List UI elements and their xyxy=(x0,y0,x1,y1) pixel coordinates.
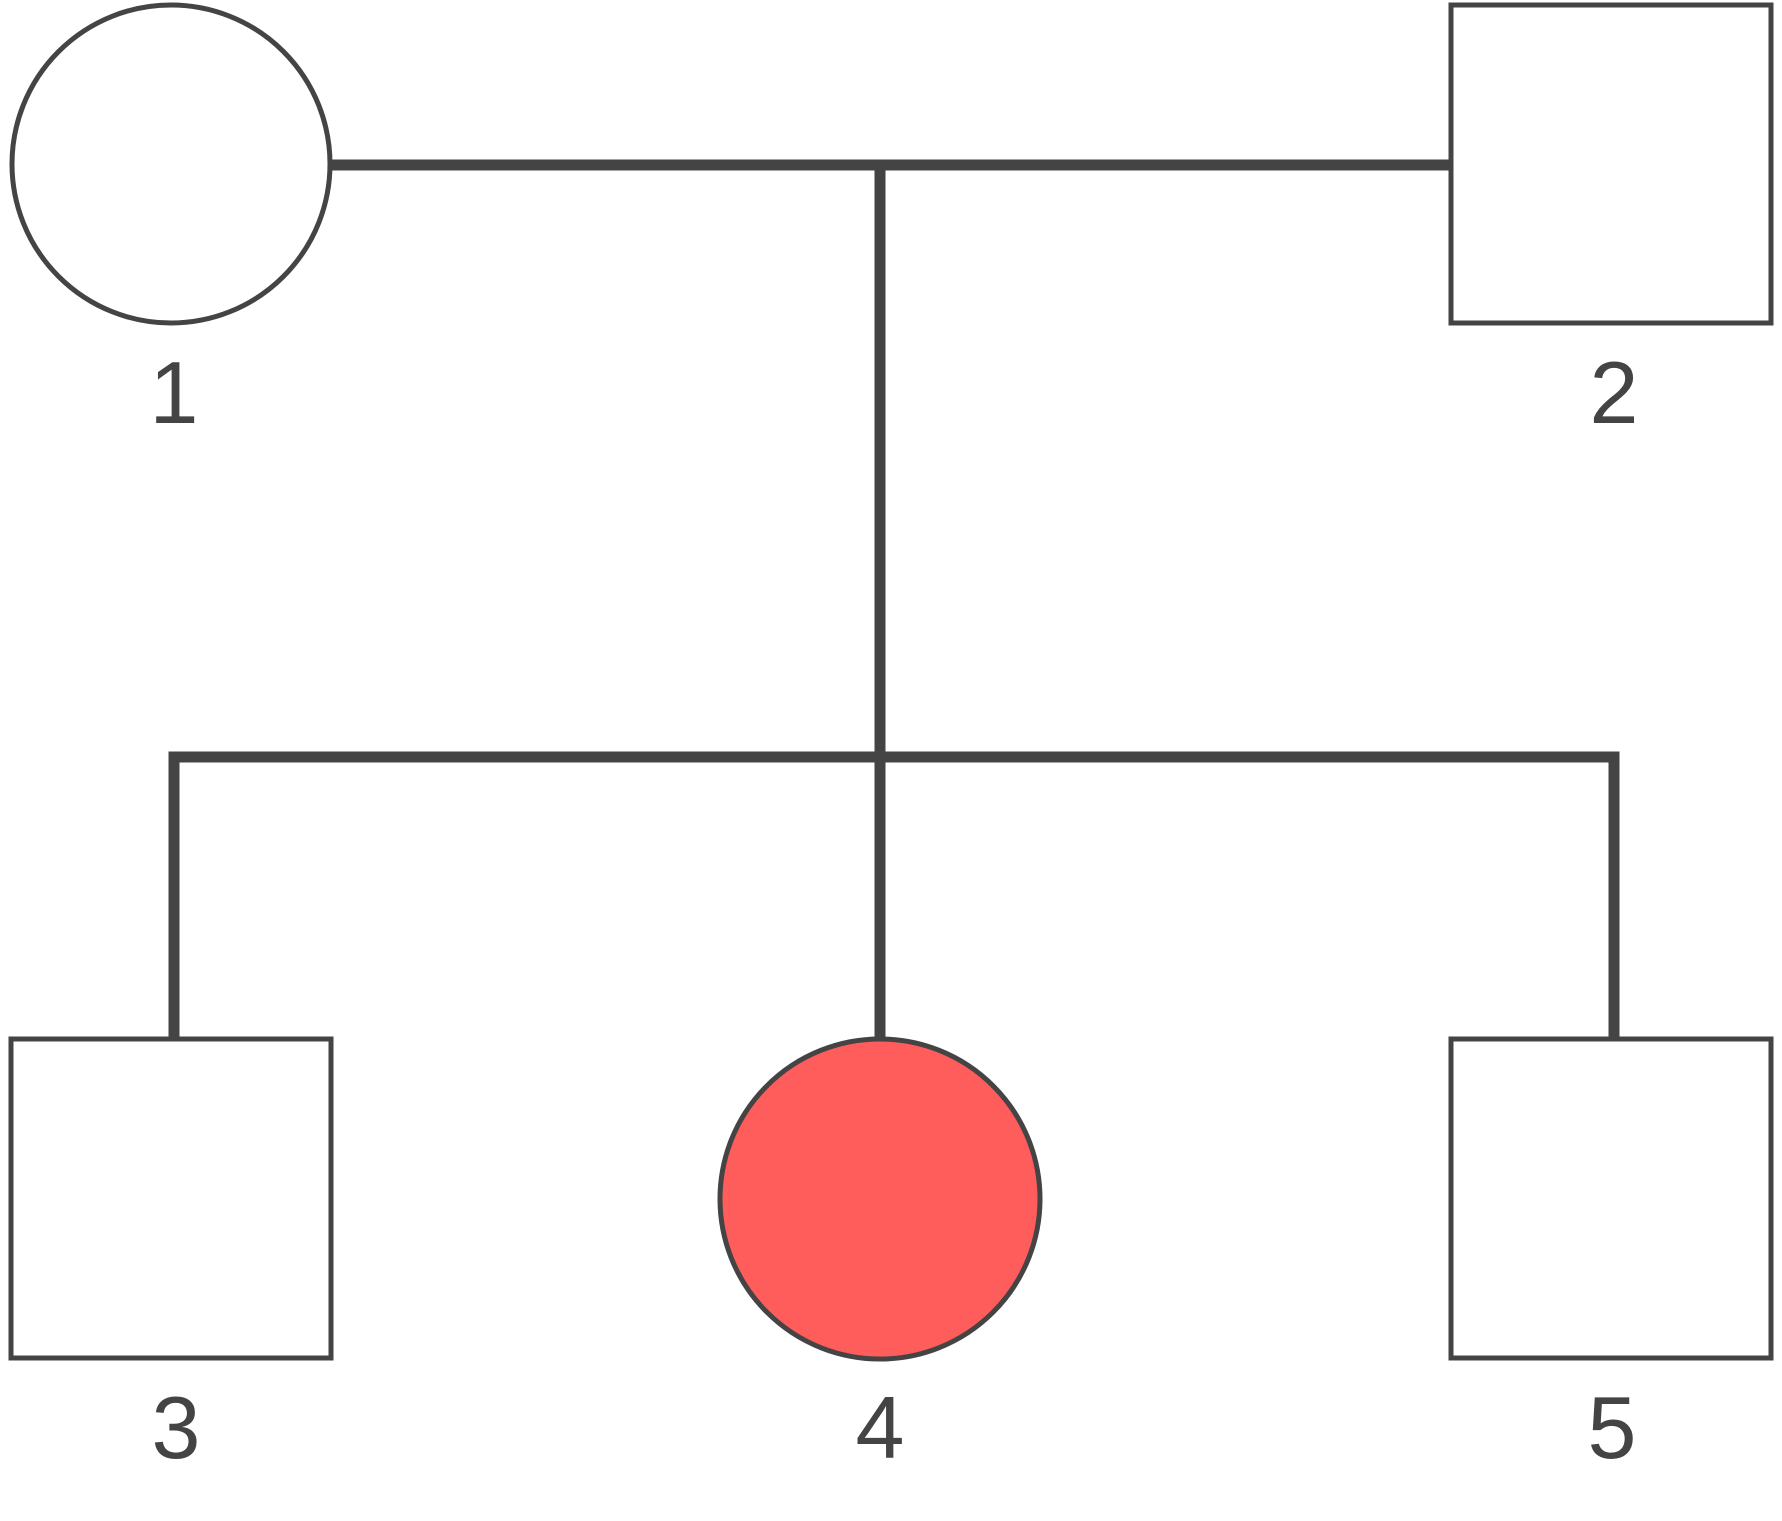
individual-3[interactable]: 3 xyxy=(8,1036,334,1477)
male-symbol[interactable] xyxy=(8,1036,334,1361)
male-symbol[interactable] xyxy=(1448,1036,1774,1361)
individual-label: 2 xyxy=(1590,343,1639,442)
sibship-line xyxy=(168,751,1620,1039)
female-symbol[interactable] xyxy=(9,2,333,326)
individual-label: 3 xyxy=(152,1378,201,1477)
individual-1[interactable]: 1 xyxy=(9,2,333,442)
individual-label: 4 xyxy=(856,1378,905,1477)
individual-4[interactable]: 4 xyxy=(717,1036,1043,1477)
individual-label: 5 xyxy=(1588,1378,1637,1477)
male-symbol[interactable] xyxy=(1448,2,1774,326)
female-symbol-affected[interactable] xyxy=(717,1036,1043,1362)
individual-2[interactable]: 2 xyxy=(1448,2,1774,442)
individual-5[interactable]: 5 xyxy=(1448,1036,1774,1477)
individual-label: 1 xyxy=(150,343,199,442)
pedigree-lines xyxy=(168,159,1620,1039)
